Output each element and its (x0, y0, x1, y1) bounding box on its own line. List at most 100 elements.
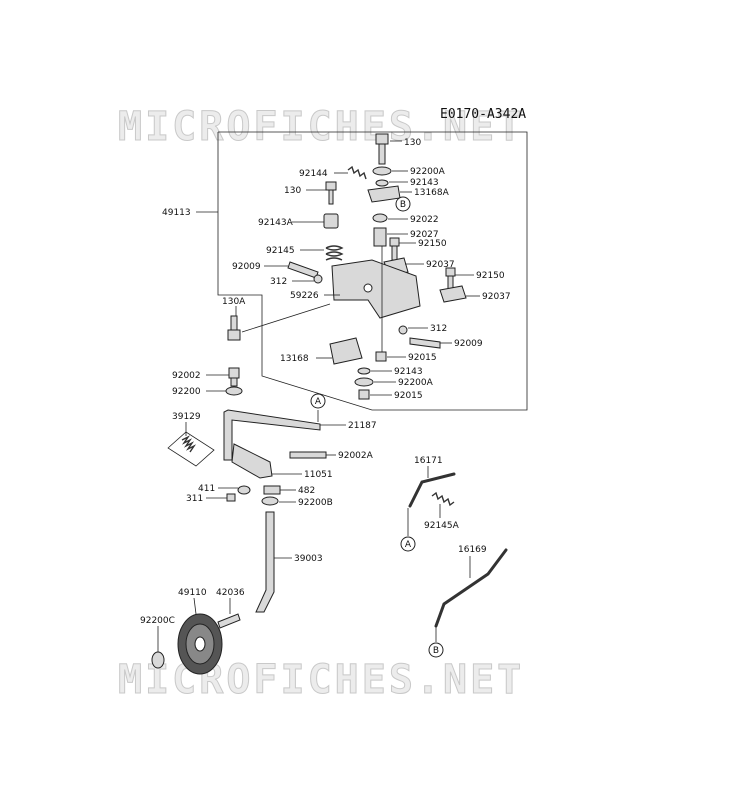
callout-a-lower: A (400, 536, 416, 552)
label-13168a: 13168A (414, 188, 450, 198)
label-39003: 39003 (294, 554, 323, 564)
label-92150-a: 92150 (418, 239, 447, 249)
collar-92027 (373, 227, 387, 247)
bolt-92002a (289, 451, 327, 459)
washer-411 (237, 485, 251, 495)
label-92143-b: 92143 (394, 367, 423, 377)
leader-130a-axis (241, 303, 331, 333)
label-92015-b: 92015 (394, 391, 423, 401)
nut-312-a (313, 274, 323, 284)
callout-b-upper-label: B (400, 200, 406, 210)
bolt-92002 (228, 367, 240, 387)
label-92150-b: 92150 (476, 271, 505, 281)
label-92200: 92200 (172, 387, 201, 397)
washer-92022 (372, 213, 388, 223)
bolt-92150-a (389, 237, 400, 261)
label-92009-a: 92009 (232, 262, 261, 272)
label-39129: 39129 (172, 412, 201, 422)
assembly-frame (217, 131, 528, 411)
callout-b-lower: B (428, 642, 444, 658)
label-130-top: 130 (404, 138, 421, 148)
collar-92143-b (357, 367, 371, 375)
label-42036: 42036 (216, 588, 245, 598)
washer-92200a-top (372, 166, 392, 176)
bracket-hole (363, 283, 373, 293)
spring-92145 (325, 245, 344, 261)
shaft-39003 (255, 511, 275, 613)
bolt-92150-b (445, 267, 456, 291)
pin-42036 (217, 613, 241, 629)
label-411: 411 (198, 484, 215, 494)
label-92009-b: 92009 (454, 339, 483, 349)
diagram-code: E0170-A342A (440, 107, 526, 122)
label-92037-b: 92037 (482, 292, 511, 302)
nut-312-b (398, 325, 408, 335)
label-92002a: 92002A (338, 451, 374, 461)
spring-92144 (347, 165, 367, 180)
label-92200b: 92200B (298, 498, 333, 508)
collar-92143-top (375, 179, 389, 187)
label-312-b: 312 (430, 324, 447, 334)
collar-92143a (323, 213, 339, 229)
label-130-mid: 130 (284, 186, 301, 196)
label-92200a-b: 92200A (398, 378, 434, 388)
rod-16169 (434, 548, 508, 628)
label-92002: 92002 (172, 371, 201, 381)
gear-49110 (177, 613, 223, 675)
label-311: 311 (186, 494, 203, 504)
plate-13168 (329, 337, 363, 365)
label-92015-a: 92015 (408, 353, 437, 363)
rod-16171 (408, 472, 456, 508)
label-312-a: 312 (270, 277, 287, 287)
label-92145: 92145 (266, 246, 295, 256)
label-92027: 92027 (410, 230, 439, 240)
label-92037-a: 92037 (426, 260, 455, 270)
label-92144: 92144 (299, 169, 328, 179)
washer-92200a-b (354, 377, 374, 387)
watermark-top: MICROFICHES.NET (118, 104, 524, 150)
bracket-59226 (331, 259, 421, 319)
washer-92200 (225, 386, 243, 396)
label-16169: 16169 (458, 545, 487, 555)
bolt-92009-a (287, 261, 319, 279)
nut-92015-b (358, 389, 370, 400)
label-21187: 21187 (348, 421, 377, 431)
label-59226: 59226 (290, 291, 319, 301)
leader-49110 (193, 597, 197, 615)
washer-92200c (151, 651, 165, 669)
nut-92015-a (375, 351, 387, 362)
label-130a: 130A (222, 297, 246, 307)
label-49110: 49110 (178, 588, 207, 598)
bolt-130a (227, 315, 241, 341)
washer-92200b (261, 496, 279, 506)
callout-a-upper: A (310, 393, 326, 409)
bolt-130-mid (325, 181, 337, 205)
callout-a-lower-label: A (405, 540, 412, 550)
label-92143a: 92143A (258, 218, 294, 228)
spring-outline (167, 431, 215, 467)
lever-11051 (231, 443, 273, 479)
plate-13168a (367, 185, 401, 203)
callout-b-lower-label: B (433, 646, 439, 656)
bolt-130-top (375, 133, 389, 165)
callout-a-upper-label: A (315, 397, 322, 407)
label-92143-top: 92143 (410, 178, 439, 188)
spring-92145a (431, 491, 455, 507)
callout-b-upper: B (395, 196, 411, 212)
spring-39129 (181, 435, 197, 453)
label-13168: 13168 (280, 354, 309, 364)
label-49113: 49113 (162, 208, 191, 218)
watermark-bottom: MICROFICHES.NET (118, 657, 524, 703)
label-92145a: 92145A (424, 521, 460, 531)
bolt-92009-b (409, 337, 441, 349)
clip-482 (263, 485, 281, 495)
clip-92037-b (439, 285, 467, 303)
label-16171: 16171 (414, 456, 443, 466)
nut-311 (226, 493, 236, 502)
label-92200c: 92200C (140, 616, 175, 626)
label-482: 482 (298, 486, 315, 496)
label-92022: 92022 (410, 215, 439, 225)
label-92200a-top: 92200A (410, 167, 446, 177)
label-11051: 11051 (304, 470, 333, 480)
